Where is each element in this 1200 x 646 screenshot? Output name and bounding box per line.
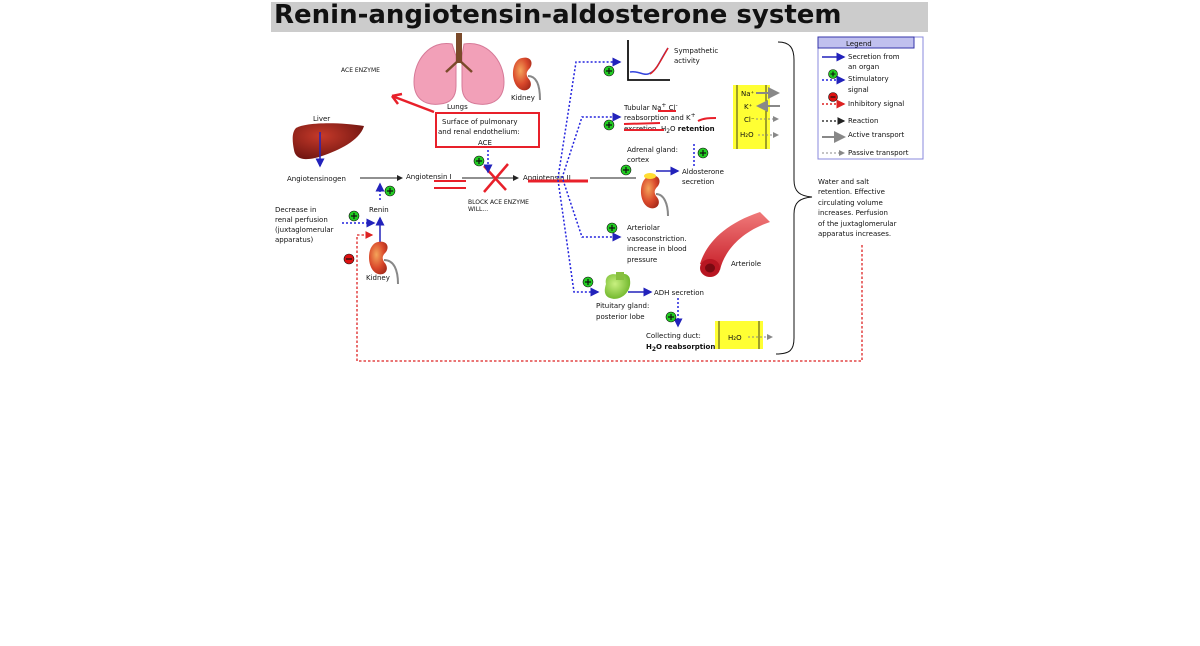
arteriolar-line3: increase in blood	[627, 245, 687, 253]
ace-box-line2: and renal endothelium:	[438, 128, 520, 136]
plus-icon	[620, 164, 632, 176]
block-annotation-line1: BLOCK ACE ENZYME	[468, 199, 529, 206]
perfusion-line3: (juxtaglomerular	[275, 226, 334, 234]
inhibitory-feedback-arrow	[356, 231, 863, 362]
sympathetic-graph-icon	[627, 40, 670, 81]
plus-icon	[697, 147, 709, 159]
summary-line4: increases. Perfusion	[818, 209, 888, 217]
title-bar	[271, 2, 928, 32]
arteriolar-line4: pressure	[627, 256, 657, 264]
legend-stimulatory-line1: Stimulatory	[848, 75, 889, 83]
ace-enzyme-annotation: ACE ENZYME	[341, 67, 380, 74]
pituitary-line1: Pituitary gland:	[596, 302, 649, 310]
kidney-bottom-label: Kidney	[366, 274, 390, 282]
plus-icon	[603, 119, 615, 131]
summary-line5: of the juxtaglomerular	[818, 220, 897, 228]
ion-h2o: H₂O	[740, 131, 754, 139]
annotation-underline-ang1	[434, 180, 466, 189]
legend-passive-transport-label: Passive transport	[848, 149, 909, 157]
plus-icon	[606, 222, 618, 234]
water-transport-box	[715, 321, 763, 349]
sympathetic-line2: activity	[674, 57, 700, 65]
adrenal-line1: Adrenal gland:	[627, 146, 678, 154]
plus-icon	[473, 155, 485, 167]
legend-reaction-label: Reaction	[848, 117, 878, 125]
stimulatory-branches	[557, 57, 622, 297]
minus-icon	[343, 253, 355, 265]
kidney-top-label: Kidney	[511, 94, 535, 102]
liver-label: Liver	[313, 115, 330, 123]
liver-icon	[292, 123, 364, 160]
plus-icon	[828, 69, 838, 79]
water-label: H₂O	[728, 334, 742, 342]
sympathetic-line1: Sympathetic	[674, 47, 718, 55]
aldosterone-line2: secretion	[682, 178, 714, 186]
collecting-line2: H2O reabsorption	[646, 343, 715, 353]
legend-active-transport-label: Active transport	[848, 131, 904, 139]
page-title: Renin-angiotensin-aldosterone system	[274, 0, 842, 30]
legend: Legend Secretion from an organ Stimulato…	[817, 36, 924, 160]
annotation-tubular-marks	[623, 110, 717, 131]
arteriolar-line1: Arteriolar	[627, 224, 660, 232]
plus-icon	[348, 210, 360, 222]
ion-na: Na⁺	[741, 90, 755, 98]
ace-box-line3: ACE	[478, 139, 492, 147]
perfusion-line2: renal perfusion	[275, 216, 328, 224]
renin-label: Renin	[369, 206, 389, 214]
collecting-line1: Collecting duct:	[646, 332, 701, 340]
arteriolar-line2: vasoconstriction.	[627, 235, 687, 243]
legend-secretion-line1: Secretion from	[848, 53, 900, 61]
tubular-line1: Tubular Na+ Cl-	[623, 102, 678, 112]
kidney-bottom-icon	[369, 241, 399, 285]
adrenal-line2: cortex	[627, 156, 649, 164]
lungs-label: Lungs	[447, 103, 468, 111]
angiotensinogen-label: Angiotensinogen	[287, 175, 346, 183]
adh-label: ADH secretion	[654, 289, 704, 297]
legend-secretion-line2: an organ	[848, 63, 879, 71]
ion-k: K⁺	[744, 103, 753, 111]
perfusion-line4: apparatus)	[275, 236, 313, 244]
angiotensin1-label: Angiotensin I	[406, 173, 452, 181]
adrenal-kidney-icon	[641, 173, 669, 217]
legend-title: Legend	[846, 40, 872, 48]
perfusion-line1: Decrease in	[275, 206, 316, 214]
kidney-top-icon	[513, 57, 541, 101]
aldosterone-line1: Aldosterone	[682, 168, 724, 176]
pituitary-icon	[604, 272, 631, 299]
tubular-line2: reabsorption and K+	[624, 112, 696, 122]
angiotensin2-label: Angiotensin II	[523, 174, 571, 182]
ace-box-line1: Surface of pulmonary	[442, 118, 518, 126]
lungs-icon	[413, 33, 505, 105]
annotation-arrowhead-ace	[391, 92, 403, 105]
plus-icon	[603, 65, 615, 77]
legend-inhibitory-label: Inhibitory signal	[848, 100, 904, 108]
summary-line1: Water and salt	[818, 178, 869, 186]
summary-line2: retention. Effective	[818, 188, 885, 196]
summary-line6: apparatus increases.	[818, 230, 891, 238]
ion-transport-box	[733, 85, 770, 149]
legend-stimulatory-line2: signal	[848, 86, 869, 94]
ace-box	[435, 112, 540, 148]
effects-brace	[775, 41, 813, 355]
plus-icon	[384, 185, 396, 197]
arteriole-icon	[700, 212, 770, 277]
block-annotation-line2: WILL...	[468, 206, 488, 213]
summary-line3: circulating volume	[818, 199, 883, 207]
ion-cl: Cl⁻	[744, 116, 755, 124]
arteriole-label: Arteriole	[731, 260, 761, 268]
minus-icon	[828, 92, 838, 102]
pituitary-line2: posterior lobe	[596, 313, 645, 321]
plus-icon	[582, 276, 594, 288]
annotation-arrow-ace	[391, 94, 435, 114]
plus-icon	[665, 311, 677, 323]
